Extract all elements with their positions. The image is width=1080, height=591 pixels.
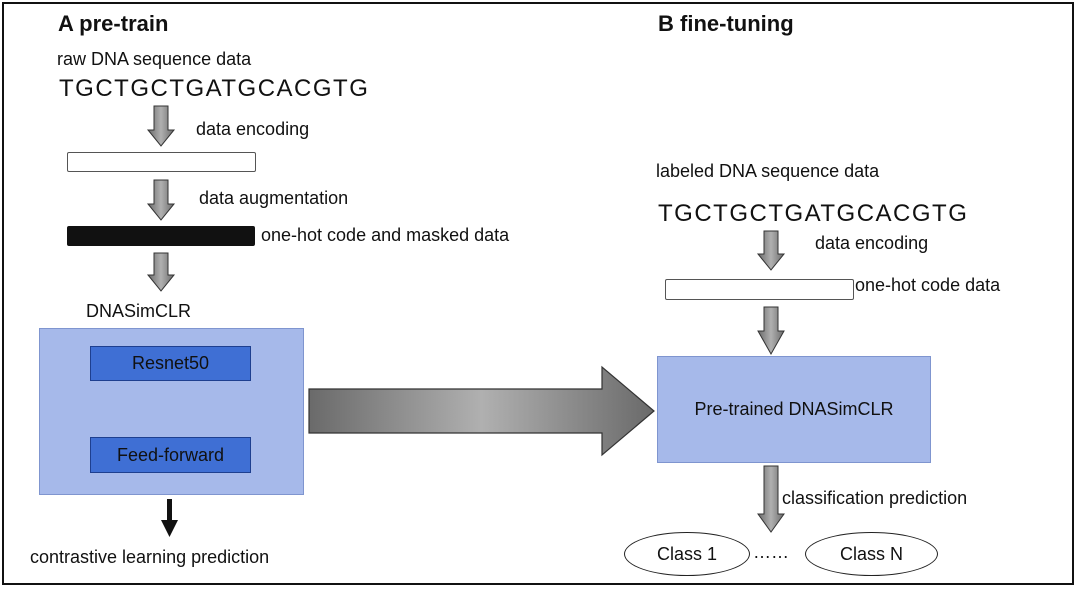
down-arrow-encoding (146, 105, 176, 147)
down-arrow-finetune-encoding (756, 230, 786, 271)
labeled-sequence: TGCTGCTGATGCACGTG (658, 200, 969, 227)
class-1-node: Class 1 (624, 532, 750, 576)
pretrain-encoding-label: data encoding (196, 119, 310, 139)
figure-frame (2, 2, 1074, 585)
augmentation-label: data augmentation (199, 188, 349, 208)
down-arrow-augmentation (146, 179, 176, 221)
pretrained-model-box: Pre-trained DNASimCLR (657, 356, 931, 463)
dnasimclr-label: DNASimCLR (86, 301, 192, 321)
down-arrow-finetune-model (757, 306, 785, 356)
masked-data-bar (67, 226, 255, 246)
contrastive-output-label: contrastive learning prediction (30, 547, 270, 567)
resnet50-block: Resnet50 (90, 346, 251, 381)
raw-data-label: raw DNA sequence data (57, 49, 252, 69)
classification-label: classification prediction (782, 488, 968, 508)
class-n-node: Class N (805, 532, 938, 576)
feedforward-block: Feed-forward (90, 437, 251, 473)
class-ellipsis: …… (753, 542, 789, 562)
down-arrow-model (146, 252, 176, 292)
raw-sequence: TGCTGCTGATGCACGTG (59, 75, 370, 102)
transfer-arrow (308, 365, 655, 457)
onehot-data-bar (665, 279, 854, 300)
masked-data-label: one-hot code and masked data (261, 225, 510, 245)
labeled-data-label: labeled DNA sequence data (656, 161, 880, 181)
onehot-data-label: one-hot code data (855, 275, 1001, 295)
pretrain-title: A pre-train (58, 11, 169, 36)
down-arrow-finetune-prediction (757, 465, 785, 533)
finetune-encoding-label: data encoding (815, 233, 929, 253)
finetune-title: B fine-tuning (658, 11, 794, 36)
encoded-data-bar (67, 152, 256, 172)
black-arrow-output (161, 499, 178, 537)
